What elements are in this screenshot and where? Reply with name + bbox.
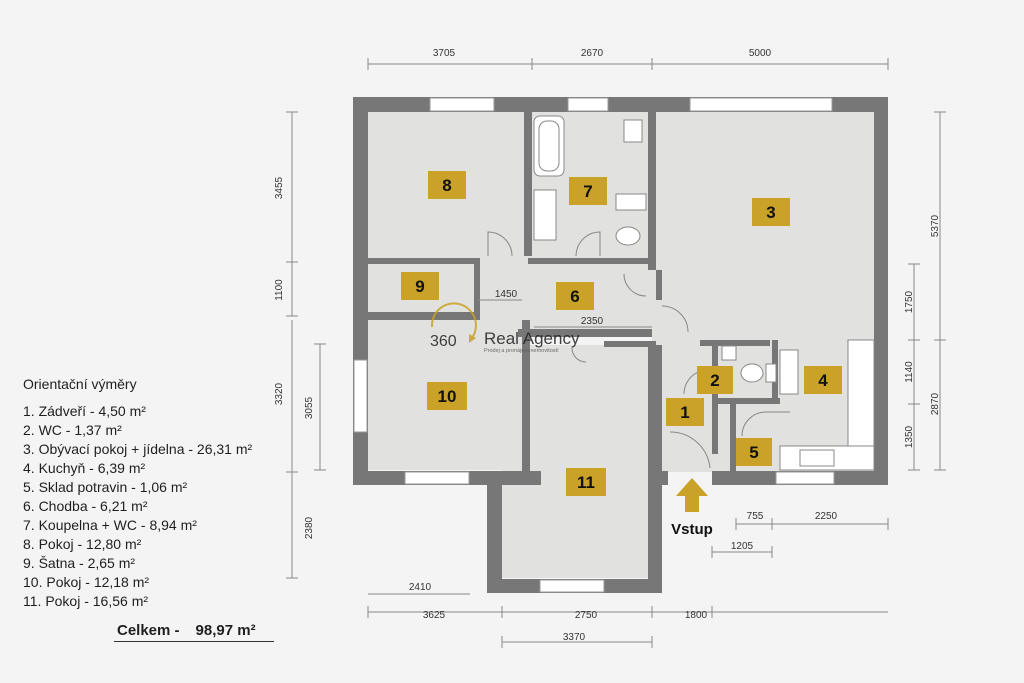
- kitchen-counter: [779, 339, 875, 471]
- legend-item: 6. Chodba - 6,21 m²: [23, 498, 148, 514]
- bathroom-fixtures: [533, 115, 777, 383]
- room-8-label-box: [428, 171, 466, 199]
- room-2-label: 2: [710, 371, 719, 390]
- dim-hall-1: 1450: [495, 289, 518, 300]
- sink-icon: [615, 193, 647, 211]
- agency-logo: 360 Real Agency Prodej a pronájem nemovi…: [430, 302, 580, 354]
- room-11-label-box: [566, 468, 606, 496]
- room-10-label: 10: [438, 387, 457, 406]
- room-4-label-box: [804, 366, 842, 394]
- room-1-label: 1: [680, 403, 689, 422]
- room-7-label: 7: [583, 182, 592, 201]
- dim-bottom-2: 2750: [575, 610, 598, 621]
- room-4-label: 4: [818, 371, 828, 390]
- legend-item: 9. Šatna - 2,65 m²: [23, 555, 136, 571]
- dim-entry-3: 1205: [731, 541, 754, 552]
- room-2-label-box: [697, 366, 733, 394]
- dim-inner-r-3: 1350: [904, 425, 915, 448]
- total-value: 98,97 m²: [195, 622, 256, 639]
- legend-item: 11. Pokoj - 16,56 m²: [23, 593, 149, 609]
- dim-top-2: 2670: [581, 48, 604, 59]
- dim-hall-2: 2350: [581, 316, 604, 327]
- entrance-label: Vstup: [671, 521, 713, 538]
- dim-left-4: 2380: [304, 516, 315, 539]
- dim-top-3: 5000: [749, 48, 772, 59]
- legend-item: 10. Pokoj - 12,18 m²: [23, 574, 150, 590]
- logo-name: Real Agency: [484, 329, 580, 348]
- dim-top-1: 3705: [433, 48, 456, 59]
- room-labels: 8 7 3 9 6 2 4 10 1 5 11: [401, 171, 842, 496]
- doors: [487, 231, 790, 469]
- dim-right-2: 2870: [930, 392, 941, 415]
- legend-item: 8. Pokoj - 12,80 m²: [23, 536, 142, 552]
- room-1-label-box: [666, 398, 704, 426]
- dim-left-3: 3320: [274, 382, 285, 405]
- toilet-icon: [623, 119, 643, 143]
- dim-left-inner: 3055: [304, 396, 315, 419]
- toilet-bowl-icon: [615, 226, 641, 246]
- windows: [353, 97, 835, 593]
- area-legend: Orientační výměry 1. Zádveří - 4,50 m² 2…: [23, 376, 252, 611]
- total-underline: [114, 641, 274, 642]
- room-6-label-box: [556, 282, 594, 310]
- legend-item: 4. Kuchyň - 6,39 m²: [23, 460, 146, 476]
- dim-right-1: 5370: [930, 214, 941, 237]
- entrance-arrow-icon: [676, 478, 708, 512]
- dim-bottom-3: 1800: [685, 610, 708, 621]
- room-8-label: 8: [442, 176, 451, 195]
- room-3-label: 3: [766, 203, 775, 222]
- legend-item: 7. Koupelna + WC - 8,94 m²: [23, 517, 197, 533]
- room-9-label-box: [401, 272, 439, 300]
- dimension-labels: 3705 2670 5000 3455 1100 3320 3055 2380 …: [274, 48, 941, 643]
- room-3-label-box: [752, 198, 790, 226]
- total-label: Celkem -: [117, 622, 180, 639]
- room-9-label: 9: [415, 277, 424, 296]
- dim-bottom-1: 3625: [423, 610, 446, 621]
- room-7-label-box: [569, 177, 607, 205]
- dim-entry-2: 2250: [815, 511, 838, 522]
- wc-toilet-icon: [740, 363, 764, 383]
- room-5-label: 5: [749, 443, 758, 462]
- legend-item: 2. WC - 1,37 m²: [23, 422, 122, 438]
- legend-item: 5. Sklad potravin - 1,06 m²: [23, 479, 188, 495]
- legend-title: Orientační výměry: [23, 376, 137, 392]
- kitchen-sink-icon: [799, 449, 835, 467]
- total-area: Celkem - 98,97 m²: [117, 622, 256, 639]
- room-5-label-box: [736, 438, 772, 466]
- dim-left-2: 1100: [274, 279, 285, 301]
- entrance-marker: Vstup: [671, 478, 713, 538]
- logo-number: 360: [430, 333, 457, 350]
- dim-bottom-a: 2410: [409, 582, 432, 593]
- dim-inner-r-2: 1140: [904, 361, 915, 383]
- room-11-label: 11: [577, 473, 595, 492]
- dim-left-1: 3455: [274, 176, 285, 199]
- legend-item: 3. Obývací pokoj + jídelna - 26,31 m²: [23, 441, 253, 457]
- room-10-label-box: [427, 382, 467, 410]
- dimension-lines: [286, 58, 946, 648]
- legend-item: 1. Zádveří - 4,50 m²: [23, 403, 146, 419]
- room-6-label: 6: [570, 287, 579, 306]
- dim-inner-r-1: 1750: [904, 290, 915, 313]
- dim-entry-1: 755: [747, 511, 764, 522]
- dim-bottom-4: 3370: [563, 632, 586, 643]
- logo-tagline: Prodej a pronájem nemovitostí: [484, 348, 559, 354]
